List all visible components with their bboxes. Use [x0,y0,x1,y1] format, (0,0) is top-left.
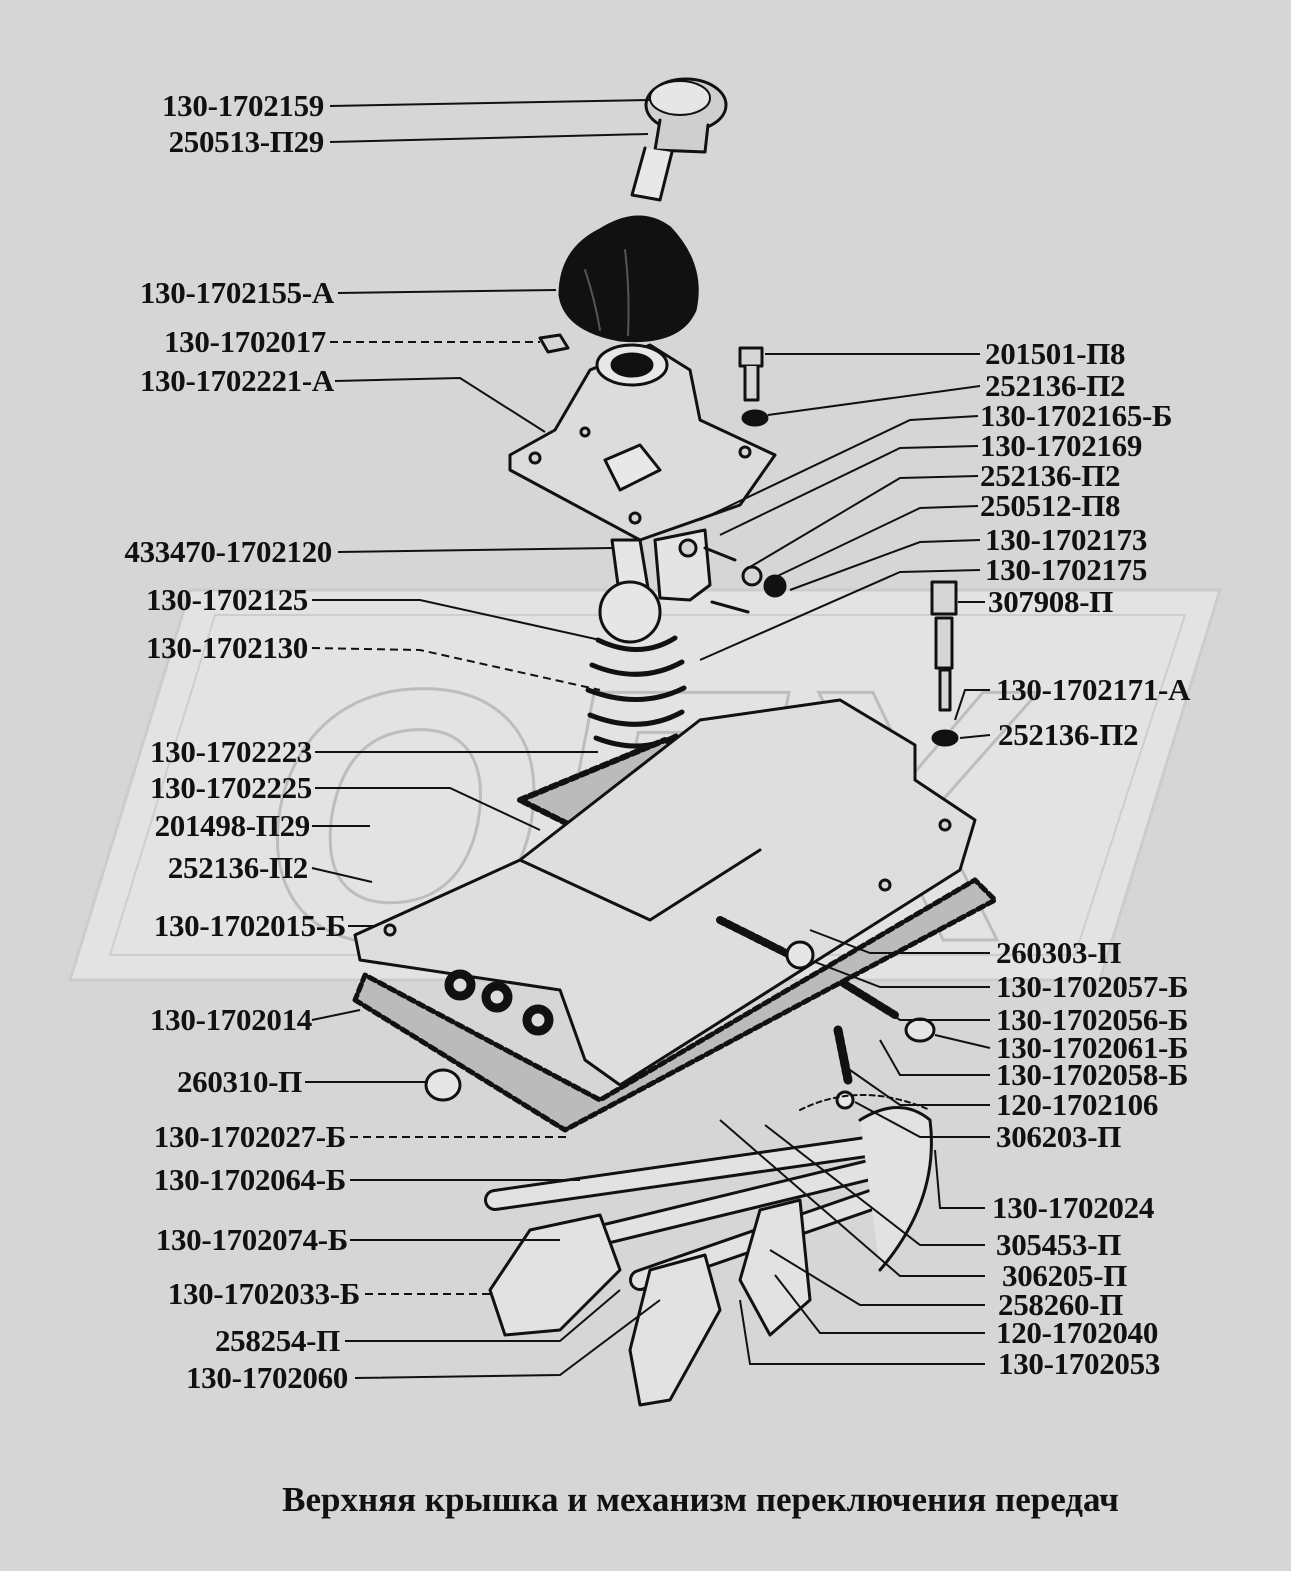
part-label-left-13: 130-1702014 [149,1002,312,1037]
part-label-right-13: 130-1702056-Б [996,1002,1189,1037]
part-label-left-2: 130-1702155-А [139,275,334,310]
part-label-left-7: 130-1702130 [145,630,308,665]
leader-lines [305,99,991,1379]
part-label-left-6: 130-1702125 [145,582,308,617]
part-label-right-20: 306205-П [1002,1258,1128,1293]
diagram-title: Верхняя крышка и механизм переключения п… [0,1480,1291,1520]
part-label-right-4: 252136-П2 [980,458,1121,493]
part-label-right-1: 252136-П2 [985,368,1126,403]
part-label-right-5: 250512-П8 [980,488,1121,523]
part-label-right-6: 130-1702173 [985,522,1148,557]
part-label-right-15: 130-1702058-Б [996,1057,1189,1092]
part-label-left-19: 258254-П [214,1323,340,1358]
part-label-left-1: 250513-П29 [168,124,325,159]
part-label-right-18: 130-1702024 [992,1190,1155,1225]
part-label-right-17: 306203-П [996,1119,1122,1154]
detent-spring-part [716,916,936,1110]
part-label-left-14: 260310-П [176,1064,302,1099]
part-label-right-0: 201501-П8 [985,336,1126,371]
rubber-boot-part [558,215,699,343]
part-label-right-12: 130-1702057-Б [996,969,1189,1004]
cover-housing-part [508,343,777,542]
part-label-left-10: 201498-П29 [154,808,311,843]
part-label-right-11: 260303-П [996,935,1122,970]
screw-part [538,333,570,354]
part-label-left-20: 130-1702060 [185,1360,348,1395]
part-label-right-16: 120-1702106 [996,1087,1159,1122]
part-label-left-16: 130-1702064-Б [153,1162,347,1197]
part-label-right-14: 130-1702061-Б [996,1030,1189,1065]
part-label-right-10: 252136-П2 [998,717,1139,752]
shift-forks-part [488,1094,933,1407]
part-label-left-17: 130-1702074-Б [155,1222,349,1257]
part-label-left-18: 130-1702033-Б [167,1276,361,1311]
part-label-left-4: 130-1702221-А [139,363,334,398]
part-label-right-8: 307908-П [988,584,1114,619]
part-label-right-23: 130-1702053 [998,1346,1161,1381]
vent-part [930,580,959,747]
plug-part [424,1068,462,1102]
main-cover-part [353,698,977,1087]
part-label-left-11: 252136-П2 [167,850,309,885]
part-label-left-15: 130-1702027-Б [153,1119,347,1154]
lower-gasket-part [352,877,998,1133]
part-label-right-7: 130-1702175 [985,552,1148,587]
part-label-right-3: 130-1702169 [980,428,1143,463]
part-label-right-19: 305453-П [996,1227,1122,1262]
part-label-right-2: 130-1702165-Б [980,398,1173,433]
part-label-left-3: 130-1702017 [163,324,326,359]
part-label-left-12: 130-1702015-Б [153,908,347,943]
knob-part [630,77,728,202]
part-label-right-21: 258260-П [998,1287,1124,1322]
part-label-right-9: 130-1702171-А [996,672,1191,707]
title-text: Верхняя крышка и механизм переключения п… [282,1480,1119,1519]
part-label-left-0: 130-1702159 [161,88,324,123]
lever-spring-part [585,528,787,749]
part-label-left-9: 130-1702225 [149,770,312,805]
part-label-left-5: 433470-1702120 [124,534,332,569]
part-label-right-22: 120-1702040 [996,1315,1159,1350]
bolt-part [738,346,769,427]
part-label-left-8: 130-1702223 [149,734,312,769]
